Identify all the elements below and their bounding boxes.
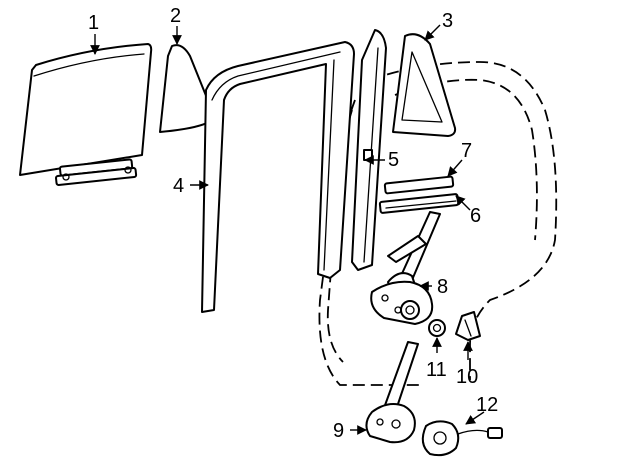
callout-1: 1: [88, 12, 99, 34]
lower-regulator: [365, 341, 419, 444]
callout-3: 3: [442, 10, 453, 32]
run-channel: [201, 41, 355, 313]
window-motor: [421, 420, 503, 457]
quarter-frame: [392, 33, 457, 137]
callout-4: 4: [173, 175, 184, 197]
callout-10: 10: [456, 366, 478, 388]
callout-7: 7: [461, 140, 472, 162]
leader-lines: [90, 24, 485, 435]
bushing: [428, 319, 446, 337]
callout-2: 2: [170, 5, 181, 27]
callout-8: 8: [437, 276, 448, 298]
callout-5: 5: [388, 149, 399, 171]
glass-channel-strips: [378, 175, 460, 214]
callout-11: 11: [426, 359, 447, 381]
division-bar: [351, 29, 387, 271]
window-regulator: [370, 211, 441, 325]
callout-6: 6: [470, 205, 481, 227]
callout-12: 12: [476, 394, 498, 416]
bracket: [455, 311, 481, 341]
callout-numbers: 1 2 3 4 5 6 7 8 9 10 11 12: [88, 5, 498, 442]
door-glass: [19, 43, 153, 186]
callout-9: 9: [333, 420, 344, 442]
